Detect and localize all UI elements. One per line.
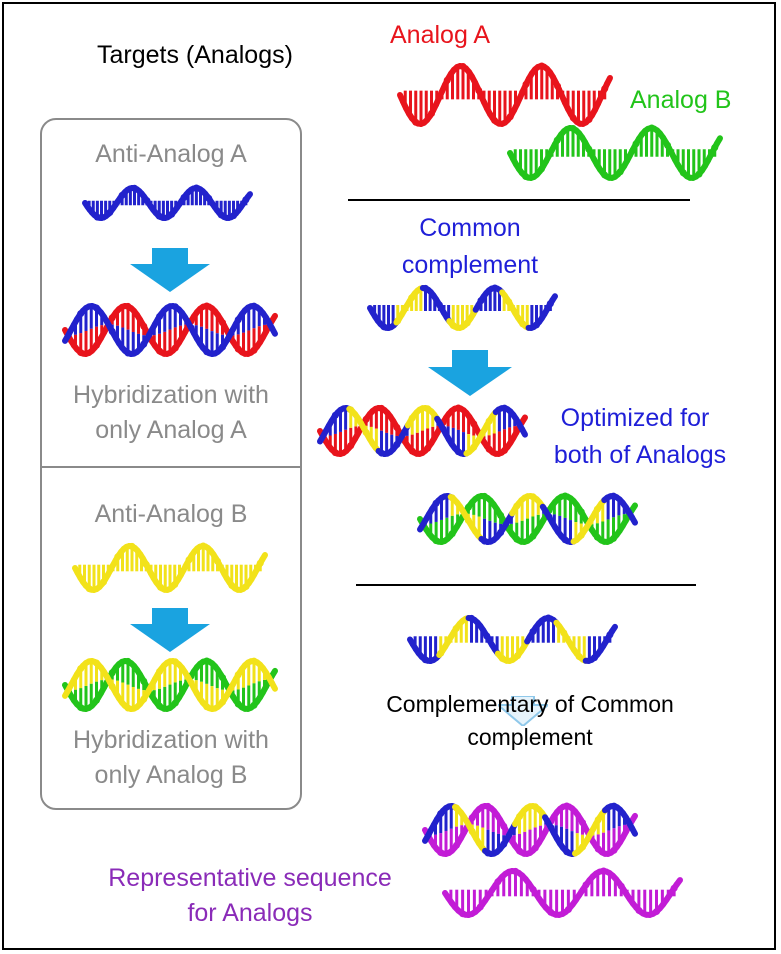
anti-analog-b-title: Anti-Analog B <box>94 500 248 528</box>
optimized-line2: both of Analogs <box>553 441 727 469</box>
backbone-segment <box>628 514 638 526</box>
hybrid-b-line2: only Analog B <box>94 761 248 789</box>
backbone-segment <box>604 74 613 87</box>
down-arrow-icon <box>130 608 210 652</box>
common-line1: Common <box>419 214 521 242</box>
representative-line2: for Analogs <box>187 899 313 927</box>
complementary-line1: Complementary of Common <box>386 691 674 717</box>
anti-analog-b-helix <box>72 542 268 593</box>
hybrid-a-helix <box>62 302 278 357</box>
analog-b-helix <box>507 124 723 181</box>
hybrid-a-line2: only Analog A <box>95 416 247 444</box>
backbone-segment <box>244 191 253 201</box>
optimized-b-helix <box>417 492 638 545</box>
backbone-segment <box>519 414 528 426</box>
targets-label: Targets (Analogs) <box>97 41 293 69</box>
analog-b-label: Analog B <box>630 86 732 114</box>
analog-a-label: Analog A <box>390 21 491 49</box>
analog-a-helix <box>397 62 613 127</box>
representative-line1: Representative sequence <box>108 864 392 892</box>
backbone-segment <box>269 680 278 692</box>
anti-analog-a-helix <box>82 184 253 221</box>
backbone-segment <box>259 552 268 563</box>
section-divider-1 <box>348 199 690 201</box>
hybrid-a-line1: Hybridization with <box>73 381 269 409</box>
backbone-segment <box>629 825 638 837</box>
representative-sequence-helix <box>442 867 683 918</box>
common-complement-copy-helix <box>407 614 618 664</box>
representative-duplex-helix <box>422 802 638 857</box>
backbone-segment <box>629 812 638 824</box>
backbone-segment <box>519 426 528 438</box>
single-target-panel <box>40 118 302 810</box>
common-line2: complement <box>401 251 539 279</box>
backbone-segment <box>714 135 723 147</box>
backbone-segment <box>269 667 278 679</box>
complementary-line2: complement <box>467 724 593 750</box>
common-complement-helix <box>367 284 558 331</box>
backbone-segment <box>628 502 638 514</box>
down-arrow-icon <box>130 248 210 292</box>
backbone-segment <box>549 293 558 304</box>
down-arrow-icon <box>428 350 512 396</box>
anti-analog-a-title: Anti-Analog A <box>95 140 247 168</box>
panel-divider <box>40 466 302 468</box>
optimized-line1: Optimized for <box>560 404 710 432</box>
backbone-segment <box>673 877 683 888</box>
backbone-segment <box>269 325 278 337</box>
hollow-down-arrow-icon <box>498 696 548 726</box>
backbone-segment <box>609 623 618 635</box>
hybrid-b-helix <box>62 657 278 712</box>
hybrid-b-line1: Hybridization with <box>73 726 269 754</box>
backbone-segment <box>269 312 278 324</box>
optimized-a-helix <box>317 404 528 457</box>
section-divider-2 <box>356 584 696 586</box>
